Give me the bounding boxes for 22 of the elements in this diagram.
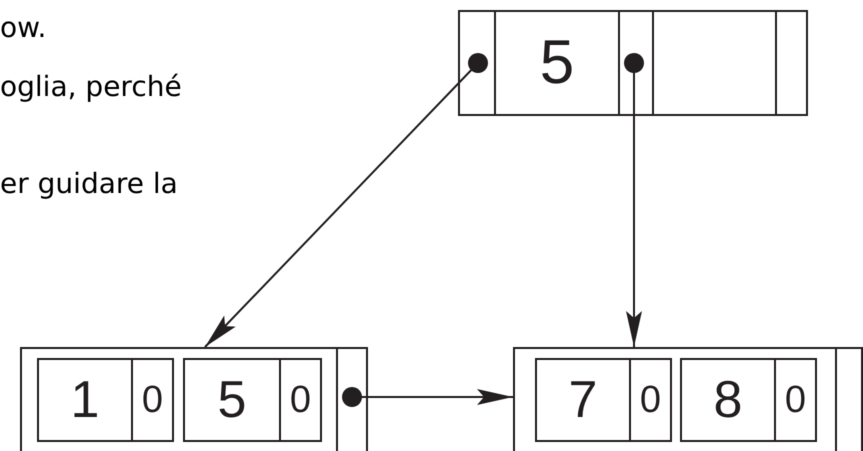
key-cell: 5	[185, 360, 281, 440]
text-line: er guidare la	[0, 170, 178, 198]
key-cell: 8	[682, 360, 776, 440]
flag-cell: 0	[133, 360, 172, 440]
cell-box	[183, 358, 322, 442]
pointer-arrow	[342, 387, 513, 407]
cell-box	[535, 358, 672, 442]
tree-node-box	[513, 347, 863, 451]
text-line: oglia, perché	[0, 73, 182, 101]
cell-box	[37, 358, 174, 442]
tree-node-box	[20, 347, 368, 451]
flag-cell: 0	[776, 360, 815, 440]
key-cell: 5	[496, 12, 618, 114]
key-cell: 7	[537, 360, 631, 440]
flag-cell: 0	[281, 360, 320, 440]
pointer-arrow	[204, 53, 488, 348]
text-line: ow.	[0, 14, 46, 42]
tree-node-box	[458, 10, 808, 116]
pointer-arrow	[624, 53, 644, 347]
flag-cell: 0	[631, 360, 670, 440]
key-cell: 1	[39, 360, 133, 440]
cell-box	[680, 358, 817, 442]
